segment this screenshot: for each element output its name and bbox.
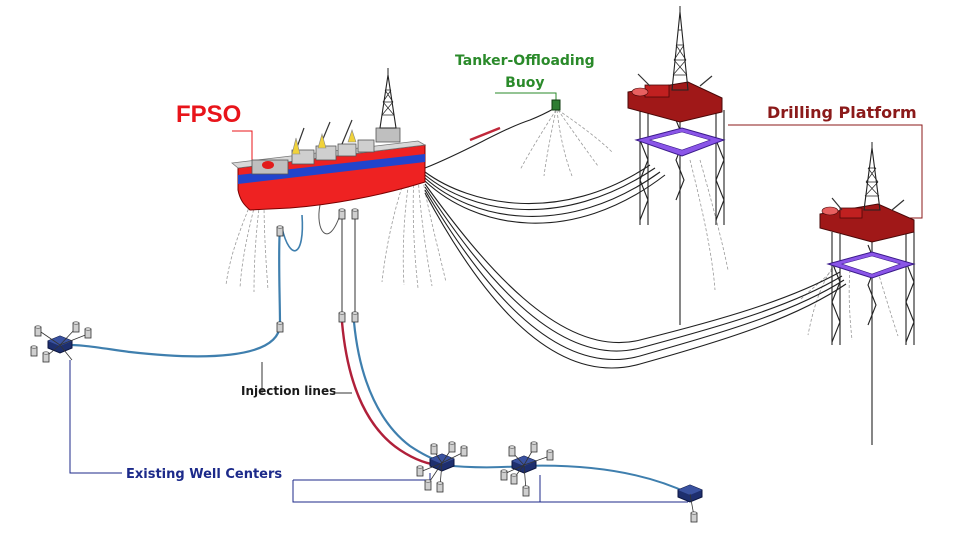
drilling-platform-label: Drilling Platform [767,103,917,122]
buoy-label-line-2: Buoy [505,75,545,91]
well-center-left [30,321,92,363]
riser-canisters [276,208,359,333]
drilling-platform-1 [627,6,726,325]
well-center-middle [416,441,468,493]
fpso-vessel [231,68,427,211]
buoy-label-line-1: Tanker-Offloading [455,53,595,69]
well-center-far-right [677,484,703,523]
mooring-lines [225,109,899,341]
flowlines [59,204,691,495]
callout-lines [69,92,923,503]
drilling-platform-2 [819,142,916,445]
tanker-offloading-buoy-label: Tanker-Offloading Buoy [455,50,595,94]
offloading-hose-segment [469,126,501,142]
offloading-buoy [551,99,561,111]
risers [424,107,847,369]
fpso-label: FPSO [176,101,242,128]
well-center-right [500,441,554,497]
injection-lines-label: Injection lines [241,384,337,398]
existing-well-centers-label: Existing Well Centers [126,467,283,482]
